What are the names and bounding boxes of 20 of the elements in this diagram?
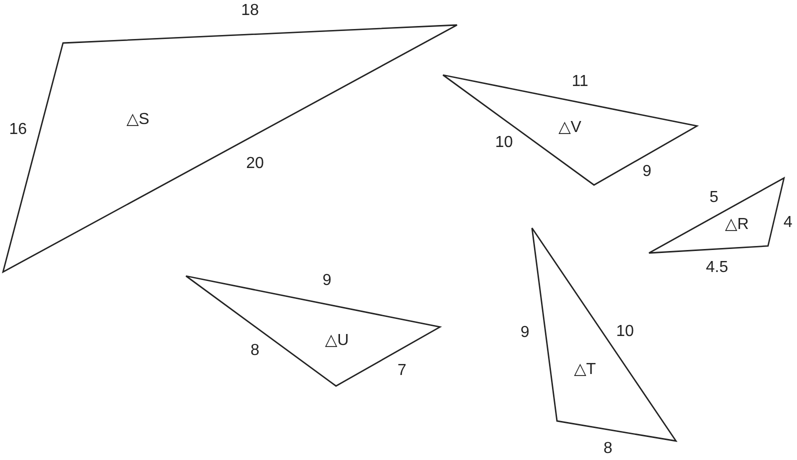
triangle-name: △T [574, 362, 596, 378]
side-length: 9 [520, 325, 530, 341]
side-length: 7 [398, 363, 406, 379]
side-length: 8 [250, 343, 260, 359]
triangle-name: △U [325, 333, 349, 349]
side-length: 18 [241, 3, 259, 19]
side-length: 4.5 [706, 260, 728, 276]
side-length: 10 [495, 135, 513, 151]
triangle-name: △V [558, 120, 582, 136]
side-length: 9 [642, 164, 652, 180]
side-length: 4 [784, 215, 792, 231]
side-length: 20 [246, 156, 264, 172]
side-length: 5 [710, 190, 718, 206]
side-length: 11 [572, 74, 588, 90]
side-length: 16 [9, 122, 27, 138]
side-length: 8 [604, 441, 612, 457]
triangle-name: △S [126, 112, 150, 128]
side-length: 10 [616, 324, 634, 340]
triangle-name: △R [725, 217, 749, 233]
side-length: 9 [322, 273, 332, 289]
